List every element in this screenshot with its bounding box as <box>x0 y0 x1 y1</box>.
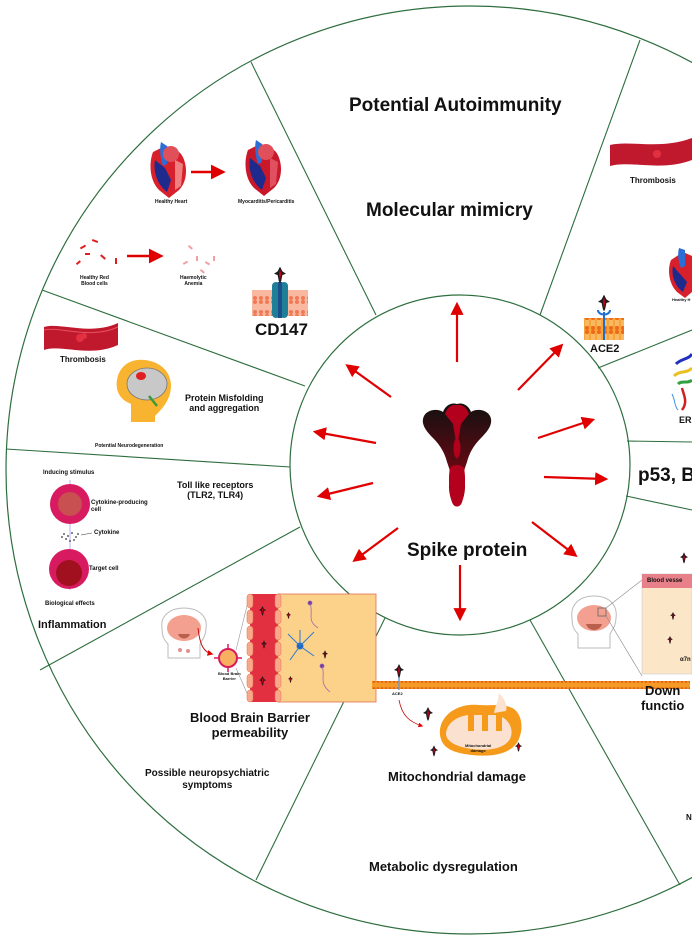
label-molecular-mimicry: Molecular mimicry <box>366 200 533 221</box>
label-cytokine-producing-cell: Cytokine-producing cell <box>91 500 148 513</box>
label-downregulation: Down functio <box>641 683 685 713</box>
label-thrombosis-left: Thrombosis <box>60 355 106 364</box>
divider-mito-right <box>529 619 681 886</box>
label-p53: p53, B <box>638 465 692 486</box>
right-zoom-lines <box>605 579 643 677</box>
er-protein-structure-icon <box>671 353 692 411</box>
label-healthy-heart: Healthy Heart <box>155 199 188 205</box>
bbb-cell-icon <box>214 644 242 672</box>
divider-right-3 <box>625 495 692 511</box>
arrow-right-1 <box>537 416 596 440</box>
label-healthy-heart-right: Healthy H <box>672 297 691 302</box>
label-bbb: Blood Brain Barrier <box>218 671 241 681</box>
heart-healthy-icon <box>150 142 186 198</box>
label-biological-effects: Biological effects <box>45 601 95 607</box>
heart-myocarditis-icon <box>245 140 281 196</box>
label-blood-vessel: Blood vesse <box>647 578 683 584</box>
ace2-receptor-icon <box>584 294 624 340</box>
label-metabolic-dysregulation: Metabolic dysregulation <box>369 859 518 874</box>
neuron-icon <box>307 600 331 693</box>
haemolytic-rbc-icon <box>182 244 215 274</box>
label-cd147: CD147 <box>255 320 308 339</box>
head-right-icon <box>571 595 617 649</box>
label-inflammation: Inflammation <box>38 619 107 631</box>
arrow-up-left <box>345 364 392 398</box>
arrow-left-1 <box>316 481 374 501</box>
mito-arrow <box>398 699 424 728</box>
arrow-down-right <box>531 521 578 558</box>
label-ace2-mini: ACE2 <box>392 691 403 696</box>
arrow-down-left <box>352 527 399 562</box>
divider-inflammation-bottom <box>39 526 301 671</box>
healthy-rbc-icon <box>75 239 117 266</box>
cytokine-diagram <box>49 480 93 590</box>
label-er: ER <box>679 415 692 425</box>
label-neuropsychiatric-symptoms: Possible neuropsychiatric symptoms <box>145 768 270 791</box>
heart-right-icon <box>669 248 692 298</box>
label-cytokine: Cytokine <box>94 530 120 536</box>
arrow-up-right <box>517 343 564 391</box>
label-toll-like-receptors: Toll like receptors (TLR2, TLR4) <box>177 480 254 501</box>
bbb-zoom-arrow <box>197 627 214 656</box>
label-bbb-permeability: Blood Brain Barrier permeability <box>190 710 310 740</box>
center-arrows <box>312 301 609 622</box>
label-potential-autoimmunity: Potential Autoimmunity <box>349 95 562 116</box>
label-mito-damage-caption: Mitochondrial damage <box>465 743 492 753</box>
arrow-right-2 <box>543 472 609 486</box>
cd147-receptor-icon <box>252 266 308 318</box>
label-mitochondrial-damage: Mitochondrial damage <box>388 769 526 784</box>
head-brain-icon <box>116 359 171 422</box>
label-healthy-rbc: Healthy Red Blood cells <box>80 275 109 287</box>
spike-mini-2 <box>430 745 438 757</box>
label-alpha7-receptor: α7n <box>680 657 691 663</box>
divider-autoimmunity-right <box>539 39 641 316</box>
divider-autoimmunity-left <box>250 61 377 316</box>
cytokine-dots <box>61 532 79 542</box>
label-potential-neurodegeneration: Potential Neurodegeneration <box>95 443 164 449</box>
divider-right-2 <box>626 440 692 443</box>
label-ace2: ACE2 <box>590 343 620 355</box>
divider-neuro-top <box>41 289 306 387</box>
label-thrombosis-right: Thrombosis <box>630 176 676 185</box>
mitochondria-icon <box>439 693 522 756</box>
label-right-fragment: N <box>686 813 692 822</box>
label-spike-protein: Spike protein <box>407 540 528 561</box>
astrocyte-icon <box>287 630 315 661</box>
arrow-left-2 <box>312 427 377 445</box>
label-inducing-stimulus: Inducing stimulus <box>43 470 95 476</box>
label-myocarditis: Myocarditis/Pericarditis <box>238 199 295 205</box>
spike-protein-icon <box>422 403 492 507</box>
label-protein-misfolding: Protein Misfolding and aggregation <box>185 393 264 414</box>
ace2-receptor-mini <box>394 664 404 690</box>
bbb-vessel-panel <box>246 593 377 703</box>
head-bbb-icon <box>161 607 207 659</box>
label-haemolytic-anemia: Haemolytic Anemia <box>180 275 207 287</box>
divider-right-1 <box>597 329 692 369</box>
thrombosis-vessel-right-icon <box>610 138 692 166</box>
spike-mini-1 <box>423 707 433 721</box>
blood-vessel-panel <box>641 552 692 675</box>
divider-neuro-bottom <box>5 448 291 468</box>
cell-membrane <box>372 681 690 689</box>
label-target-cell: Target cell <box>89 566 119 572</box>
outer-ring <box>5 5 692 935</box>
thrombosis-vessel-icon <box>43 323 119 351</box>
